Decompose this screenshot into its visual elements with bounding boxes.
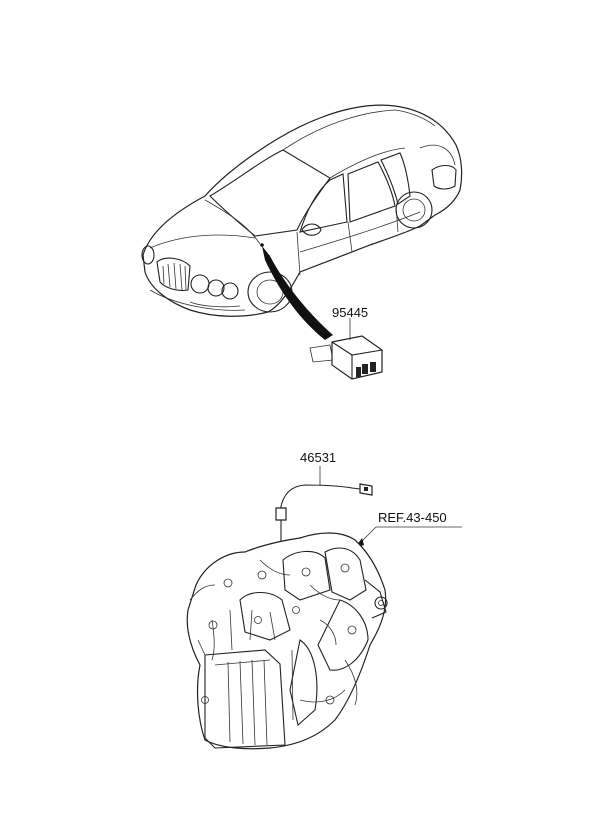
sensor-part-number: 46531 bbox=[300, 450, 336, 465]
car-illustration bbox=[141, 104, 463, 317]
transmission-assembly bbox=[186, 532, 388, 750]
relay-component bbox=[309, 335, 383, 380]
reference-label: REF.43-450 bbox=[378, 510, 447, 525]
relay-part-number: 95445 bbox=[332, 305, 368, 320]
location-pointer bbox=[262, 246, 333, 340]
sensor-harness bbox=[275, 483, 373, 555]
